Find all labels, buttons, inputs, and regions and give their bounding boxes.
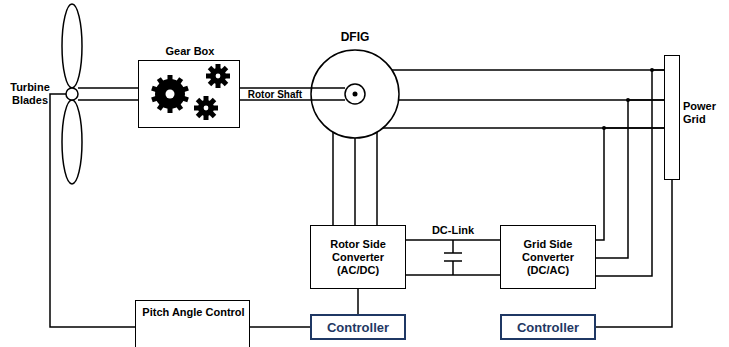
connector xyxy=(358,289,359,314)
connector xyxy=(250,327,310,328)
edge-label: Rotor Shaft xyxy=(248,89,302,100)
pitch-signal-line xyxy=(50,94,135,327)
node-label: Rotor Side Converter (AC/DC) xyxy=(316,238,400,277)
connector xyxy=(240,88,345,100)
connector xyxy=(596,180,672,327)
turbine-blade xyxy=(62,100,82,184)
connector xyxy=(406,240,500,275)
shaft-line xyxy=(78,99,138,101)
grid-bar: Power Grid xyxy=(664,55,680,180)
capacitor-symbol xyxy=(444,240,462,275)
converter-box: Grid Side Converter (DC/AC) xyxy=(500,225,596,289)
node-label: Controller xyxy=(517,320,579,335)
node-label: Grid Side Converter (DC/AC) xyxy=(506,238,590,277)
gearbox-box: Gear Box xyxy=(138,60,240,128)
shaft-line xyxy=(78,87,138,89)
pitch-control-box: Pitch Angle Control xyxy=(135,300,250,347)
node-label: Pitch Angle Control xyxy=(136,306,251,319)
connector xyxy=(333,132,377,225)
node-label: Gear Box xyxy=(119,45,261,58)
node-label: Controller xyxy=(327,320,389,335)
component-label: Turbine Blades xyxy=(2,81,58,107)
generator-outline xyxy=(310,49,400,139)
dc-link-label: DC-Link xyxy=(423,224,483,237)
turbine-hub xyxy=(66,88,78,100)
generator-circle: DFIG xyxy=(310,49,400,139)
controller-box: Controller xyxy=(310,314,406,340)
turbine-blade xyxy=(62,4,82,88)
connector xyxy=(596,68,664,276)
controller-box: Controller xyxy=(500,314,596,340)
connector xyxy=(383,70,664,128)
node-label: DFIG xyxy=(290,31,420,44)
converter-box: Rotor Side Converter (AC/DC) xyxy=(310,225,406,289)
node-label: Power Grid xyxy=(683,100,727,126)
gear-symbols xyxy=(151,64,230,120)
